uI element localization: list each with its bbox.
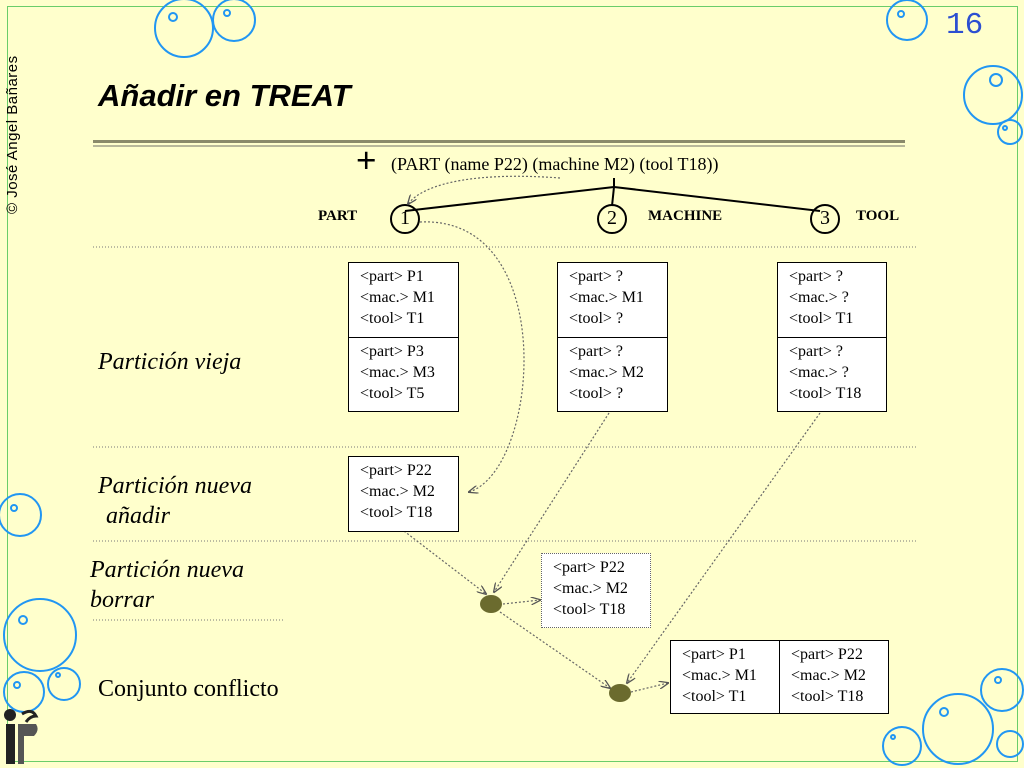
node-label-machine: MACHINE (648, 208, 723, 224)
node-2-number: 2 (607, 207, 617, 229)
memory-record-node2-a: <part> ? <mac.> M1 <tool> ? (557, 262, 668, 338)
memory-record-node3-a: <part> ? <mac.> ? <tool> T1 (777, 262, 887, 338)
record-mac: <mac.> M1 (569, 289, 644, 306)
page-number: 16 (946, 8, 984, 43)
node-label-part: PART (318, 208, 358, 224)
record-mac: <mac.> ? (789, 289, 849, 306)
record-part: <part> P22 (360, 462, 432, 479)
row-label-conflict-set: Conjunto conflicto (98, 676, 279, 702)
title-rule (93, 140, 905, 143)
row-label-old-partition: Partición vieja (98, 349, 242, 375)
memory-record-node1-b: <part> P3 <mac.> M3 <tool> T5 (348, 337, 459, 412)
memory-record-node3-b: <part> ? <mac.> ? <tool> T18 (777, 337, 887, 412)
record-mac: <mac.> M2 (360, 483, 435, 500)
record-tool: <tool> T1 (682, 688, 747, 705)
memory-record-node1-a: <part> P1 <mac.> M1 <tool> T1 (348, 262, 459, 338)
row-label-new-add: Partición nueva añadir (98, 471, 252, 531)
record-mac: <mac.> M3 (360, 364, 435, 381)
node-3-number: 3 (820, 207, 830, 229)
record-part: <part> P3 (360, 343, 424, 360)
row-label-line: añadir (106, 503, 171, 529)
slide-frame (7, 6, 1018, 762)
row-label-new-delete: Partición nueva borrar (90, 555, 244, 615)
record-tool: <tool> T5 (360, 385, 425, 402)
record-part: <part> ? (789, 268, 844, 285)
record-part: <part> ? (569, 268, 624, 285)
row-label-line: Partición nueva (98, 473, 252, 499)
record-tool: <tool> T18 (791, 688, 864, 705)
record-tool: <tool> ? (569, 385, 624, 402)
join-result-record: <part> P22 <mac.> M2 <tool> T18 (541, 553, 651, 628)
logo-icon (4, 709, 39, 764)
record-part: <part> P1 (360, 268, 424, 285)
record-tool: <tool> T18 (360, 504, 433, 521)
node-1-number: 1 (400, 207, 410, 229)
node-label-tool: TOOL (856, 208, 900, 224)
record-tool: <tool> T1 (789, 310, 854, 327)
record-part: <part> P1 (682, 646, 746, 663)
row-label-line: Partición nueva (90, 557, 244, 583)
record-mac: <mac.> M2 (553, 580, 628, 597)
record-tool: <tool> T18 (553, 601, 626, 618)
record-mac: <mac.> M1 (360, 289, 435, 306)
record-part: <part> ? (789, 343, 844, 360)
record-part: <part> P22 (791, 646, 863, 663)
title-rule (93, 145, 905, 147)
record-mac: <mac.> M1 (682, 667, 757, 684)
memory-record-new-add: <part> P22 <mac.> M2 <tool> T18 (348, 456, 459, 532)
token-fact: (PART (name P22) (machine M2) (tool T18)… (391, 154, 719, 174)
token-sign: + (356, 141, 377, 180)
record-part: <part> ? (569, 343, 624, 360)
slide-title: Añadir en TREAT (98, 78, 351, 113)
record-mac: <mac.> M2 (569, 364, 644, 381)
record-tool: <tool> ? (569, 310, 624, 327)
record-tool: <tool> T1 (360, 310, 425, 327)
record-part: <part> P22 (553, 559, 625, 576)
conflict-set-instance-a: <part> P1 <mac.> M1 <tool> T1 (670, 640, 780, 714)
record-tool: <tool> T18 (789, 385, 862, 402)
record-mac: <mac.> M2 (791, 667, 866, 684)
conflict-set-instance-b: <part> P22 <mac.> M2 <tool> T18 (779, 640, 889, 714)
memory-record-node2-b: <part> ? <mac.> M2 <tool> ? (557, 337, 668, 412)
record-mac: <mac.> ? (789, 364, 849, 381)
row-label-line: borrar (90, 587, 155, 613)
